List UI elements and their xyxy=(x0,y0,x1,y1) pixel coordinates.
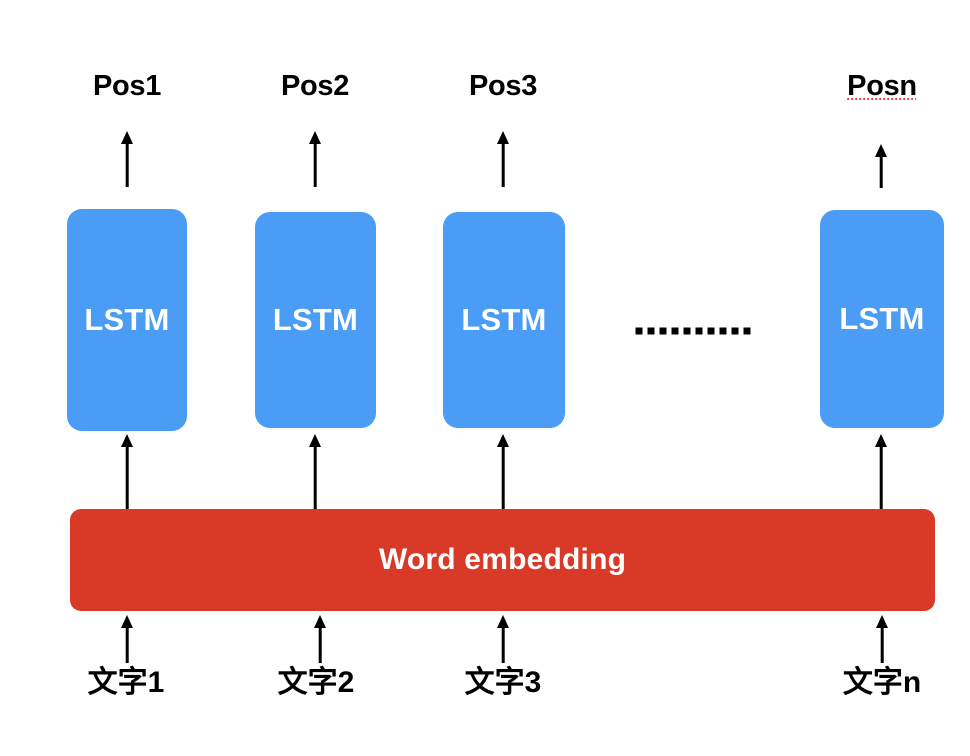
arrow-lstm2-to-pos2 xyxy=(307,131,323,187)
arrow-shaft xyxy=(318,624,322,663)
input-token-3: 文字3 xyxy=(464,666,542,699)
arrow-head-icon xyxy=(497,615,509,628)
arrow-head-icon xyxy=(121,615,133,628)
arrow-lstm1-to-pos1 xyxy=(119,131,135,187)
arrow-shaft xyxy=(125,624,129,663)
output-label-pos2: Pos2 xyxy=(280,70,350,102)
arrow-shaft xyxy=(501,140,505,187)
arrow-embedding-to-lstmn xyxy=(873,434,889,509)
arrow-lstm3-to-pos3 xyxy=(495,131,511,187)
arrow-tokenn-to-embedding xyxy=(874,615,890,663)
arrow-shaft xyxy=(313,443,317,509)
arrow-embedding-to-lstm3 xyxy=(495,434,511,509)
arrow-shaft xyxy=(879,443,883,509)
arrow-shaft xyxy=(125,443,129,509)
lstm-cell-label: LSTM xyxy=(461,302,547,337)
ellipsis-dot xyxy=(731,327,739,335)
output-label-pos3: Pos3 xyxy=(468,70,538,102)
input-token-2: 文字2 xyxy=(277,666,355,699)
arrow-shaft xyxy=(501,624,505,663)
lstm-cell-label: LSTM xyxy=(84,302,170,337)
arrow-head-icon xyxy=(121,434,133,447)
output-label-pos1: Pos1 xyxy=(92,70,162,102)
ellipsis-dot xyxy=(707,327,715,335)
arrow-token1-to-embedding xyxy=(119,615,135,663)
ellipsis-dot xyxy=(695,327,703,335)
ellipsis-dot xyxy=(635,327,643,335)
arrow-head-icon xyxy=(309,434,321,447)
arrow-shaft xyxy=(501,443,505,509)
lstm-cell-2[interactable]: LSTM xyxy=(255,212,376,428)
arrow-head-icon xyxy=(875,434,887,447)
lstm-cell-1[interactable]: LSTM xyxy=(67,209,187,431)
arrow-shaft xyxy=(879,153,883,188)
arrow-embedding-to-lstm2 xyxy=(307,434,323,509)
arrow-shaft xyxy=(125,140,129,187)
arrow-head-icon xyxy=(875,144,887,157)
lstm-cell-label: LSTM xyxy=(839,301,925,336)
arrow-head-icon xyxy=(314,615,326,628)
arrow-head-icon xyxy=(309,131,321,144)
arrow-shaft xyxy=(880,624,884,663)
ellipsis-dot xyxy=(659,327,667,335)
arrow-token2-to-embedding xyxy=(312,615,328,663)
arrow-head-icon xyxy=(876,615,888,628)
ellipsis-dot xyxy=(671,327,679,335)
word-embedding-layer[interactable]: Word embedding xyxy=(70,509,935,611)
lstm-cell-label: LSTM xyxy=(272,302,359,337)
ellipsis-dot xyxy=(683,327,691,335)
word-embedding-label: Word embedding xyxy=(378,543,627,576)
arrow-head-icon xyxy=(497,434,509,447)
arrow-head-icon xyxy=(121,131,133,144)
lstm-cell-n[interactable]: LSTM xyxy=(820,210,944,428)
output-label-posn: Posn xyxy=(847,70,917,102)
input-token-1: 文字1 xyxy=(87,666,165,699)
input-token-n: 文字n xyxy=(842,666,922,699)
arrow-token3-to-embedding xyxy=(495,615,511,663)
arrow-embedding-to-lstm1 xyxy=(119,434,135,509)
arrow-lstmn-to-posn xyxy=(873,144,889,188)
ellipsis-dot xyxy=(647,327,655,335)
arrow-head-icon xyxy=(497,131,509,144)
ellipsis-icon xyxy=(635,327,751,335)
lstm-cell-3[interactable]: LSTM xyxy=(443,212,565,428)
ellipsis-dot xyxy=(743,327,751,335)
arrow-shaft xyxy=(313,140,317,187)
ellipsis-dot xyxy=(719,327,727,335)
